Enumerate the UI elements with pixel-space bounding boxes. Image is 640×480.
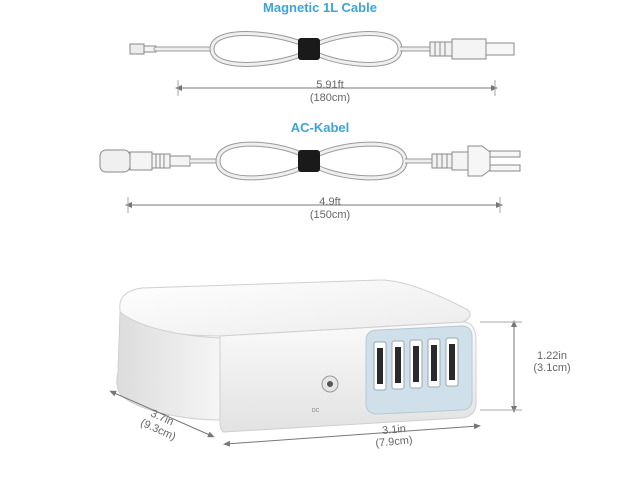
barrel-plug-icon: [429, 38, 515, 60]
usb-port-slot: [449, 344, 455, 380]
charger-dimensions: [109, 320, 522, 447]
height-cm-label: (3.1cm): [524, 362, 580, 374]
magnetic-length-cm: (180cm): [309, 92, 351, 104]
magnetic-cable: [129, 31, 515, 96]
ac-length-cm: (150cm): [309, 209, 351, 221]
cable-tie-icon: [298, 150, 320, 172]
magsafe-connector-icon: [129, 43, 145, 55]
cable-tie-icon: [298, 38, 320, 60]
magnetic-length-ft: 5.91ft: [316, 79, 344, 91]
height-in-label: 1.22in: [524, 350, 580, 362]
magnetic-cable-title: Magnetic 1L Cable: [263, 0, 377, 15]
usb-port-slot: [395, 347, 401, 383]
ac-cable-title: AC-Kabel: [290, 120, 350, 135]
usb-port-slot: [431, 345, 437, 381]
ac-length-ft: 4.9ft: [319, 196, 341, 208]
ac-cable: [99, 141, 521, 213]
usb-ports: [373, 337, 459, 391]
svg-text:DC: DC: [312, 408, 320, 414]
usb-port-slot: [377, 348, 383, 384]
usb-charger: DC: [116, 279, 477, 433]
wall-plug-icon: [431, 145, 521, 177]
usb-port-slot: [413, 346, 419, 382]
figure8-connector-icon: [99, 149, 191, 173]
